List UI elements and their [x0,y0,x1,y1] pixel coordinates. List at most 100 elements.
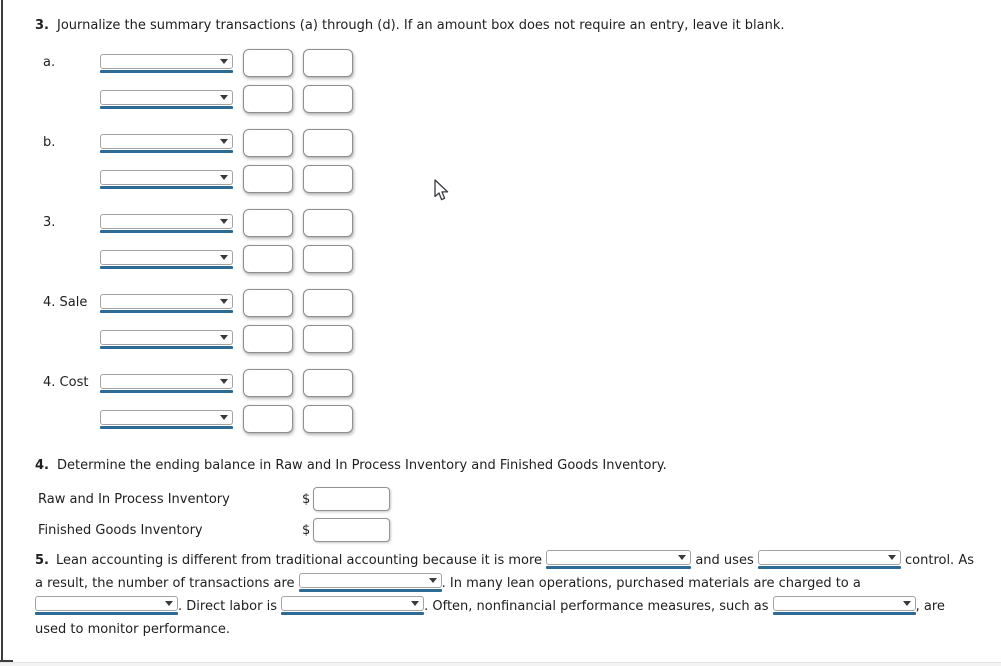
debit-input[interactable] [243,289,293,317]
chevron-down-icon [220,218,228,224]
q5-select-2[interactable] [757,550,901,569]
q5-text: a result, the number of transactions are [35,576,295,591]
q3-heading-text: Journalize the summary transactions (a) … [56,18,785,33]
select-underline [100,149,233,153]
q5-select-5[interactable] [281,596,425,615]
account-select[interactable] [100,249,233,269]
q5-paragraph: 5. Lean accounting is different from trad… [35,549,995,641]
journal-group-b: b. [35,128,995,194]
chevron-down-icon [678,555,687,560]
q5-select-6[interactable] [772,596,916,615]
account-select[interactable] [100,169,233,189]
chevron-down-icon [902,601,911,606]
q5-line-3: . Direct labor is . Often, nonfinancial … [35,595,995,618]
select-underline [757,566,901,569]
select-underline [35,612,178,615]
select-underline [100,185,233,189]
account-select[interactable] [100,329,233,349]
journal-group-cost: 4. Cost [35,368,995,434]
inventory-row-raw: Raw and In Process Inventory $ [35,487,995,511]
credit-input[interactable] [303,369,353,397]
account-select[interactable] [100,409,233,429]
q5-select-3[interactable] [298,573,442,592]
credit-input[interactable] [303,129,353,157]
inventory-label: Raw and In Process Inventory [38,491,230,507]
q5-line-2: a result, the number of transactions are… [35,572,995,595]
debit-input[interactable] [243,369,293,397]
credit-input[interactable] [303,325,353,353]
chevron-down-icon [220,414,228,420]
q5-select-1[interactable] [546,550,692,569]
select-underline [281,612,425,615]
journal-group-label: a. [43,55,56,70]
q4-heading: 4.Determine the ending balance in Raw an… [35,458,995,474]
q5-line-1: 5. Lean accounting is different from trad… [35,549,995,572]
chevron-down-icon [428,578,437,583]
journal-row [100,404,353,434]
debit-input[interactable] [243,165,293,193]
credit-input[interactable] [303,405,353,433]
journal-row [100,208,353,238]
journal-group-a: a. [35,48,995,114]
journal-row [100,48,353,78]
q3-heading: 3. Journalize the summary transactions (a… [35,18,995,34]
journal-group-sale: 4. Sale [35,288,995,354]
account-select[interactable] [100,53,233,73]
select-underline [100,69,233,73]
account-select[interactable] [100,133,233,153]
journal-group-label: 3. [43,215,56,230]
account-select[interactable] [100,89,233,109]
journal-row [100,164,353,194]
debit-input[interactable] [243,209,293,237]
journal-row [100,128,353,158]
chevron-down-icon [165,601,173,606]
credit-input[interactable] [303,85,353,113]
credit-input[interactable] [303,49,353,77]
debit-input[interactable] [243,129,293,157]
select-underline [100,389,233,393]
chevron-down-icon [887,555,896,560]
journal-row [100,324,353,354]
q5-text: used to monitor performance. [35,622,230,637]
account-select[interactable] [100,293,233,313]
inventory-label: Finished Goods Inventory [38,522,203,538]
credit-input[interactable] [303,289,353,317]
select-underline [772,612,916,615]
finished-goods-inventory-input[interactable] [313,518,391,542]
q5-text: control. As [905,553,974,568]
chevron-down-icon [220,58,228,64]
q5-number: 5. [35,553,49,568]
q5-text: and uses [695,553,754,568]
credit-input[interactable] [303,245,353,273]
journal-row [100,288,353,318]
debit-input[interactable] [243,49,293,77]
journal-group-label: 4. Sale [43,295,88,310]
account-select[interactable] [100,213,233,233]
inventory-row-finished: Finished Goods Inventory $ [35,518,995,542]
debit-input[interactable] [243,405,293,433]
chevron-down-icon [220,94,228,100]
raw-in-process-inventory-input[interactable] [313,487,391,511]
credit-input[interactable] [303,165,353,193]
journal-row [100,368,353,398]
account-select[interactable] [100,373,233,393]
select-underline [298,589,442,592]
debit-input[interactable] [243,245,293,273]
debit-input[interactable] [243,325,293,353]
credit-input[interactable] [303,209,353,237]
chevron-down-icon [220,334,228,340]
select-underline [100,265,233,269]
q5-text: , are [915,599,945,614]
select-underline [100,229,233,233]
debit-input[interactable] [243,85,293,113]
select-underline [100,309,233,313]
chevron-down-icon [220,174,228,180]
q5-text: . Direct labor is [178,599,277,614]
select-underline [546,566,692,569]
chevron-down-icon [220,138,228,144]
q3-number: 3. [35,18,49,33]
select-underline [100,425,233,429]
q5-select-4[interactable] [35,596,178,615]
q5-text: Lean accounting is different from tradit… [55,553,543,568]
